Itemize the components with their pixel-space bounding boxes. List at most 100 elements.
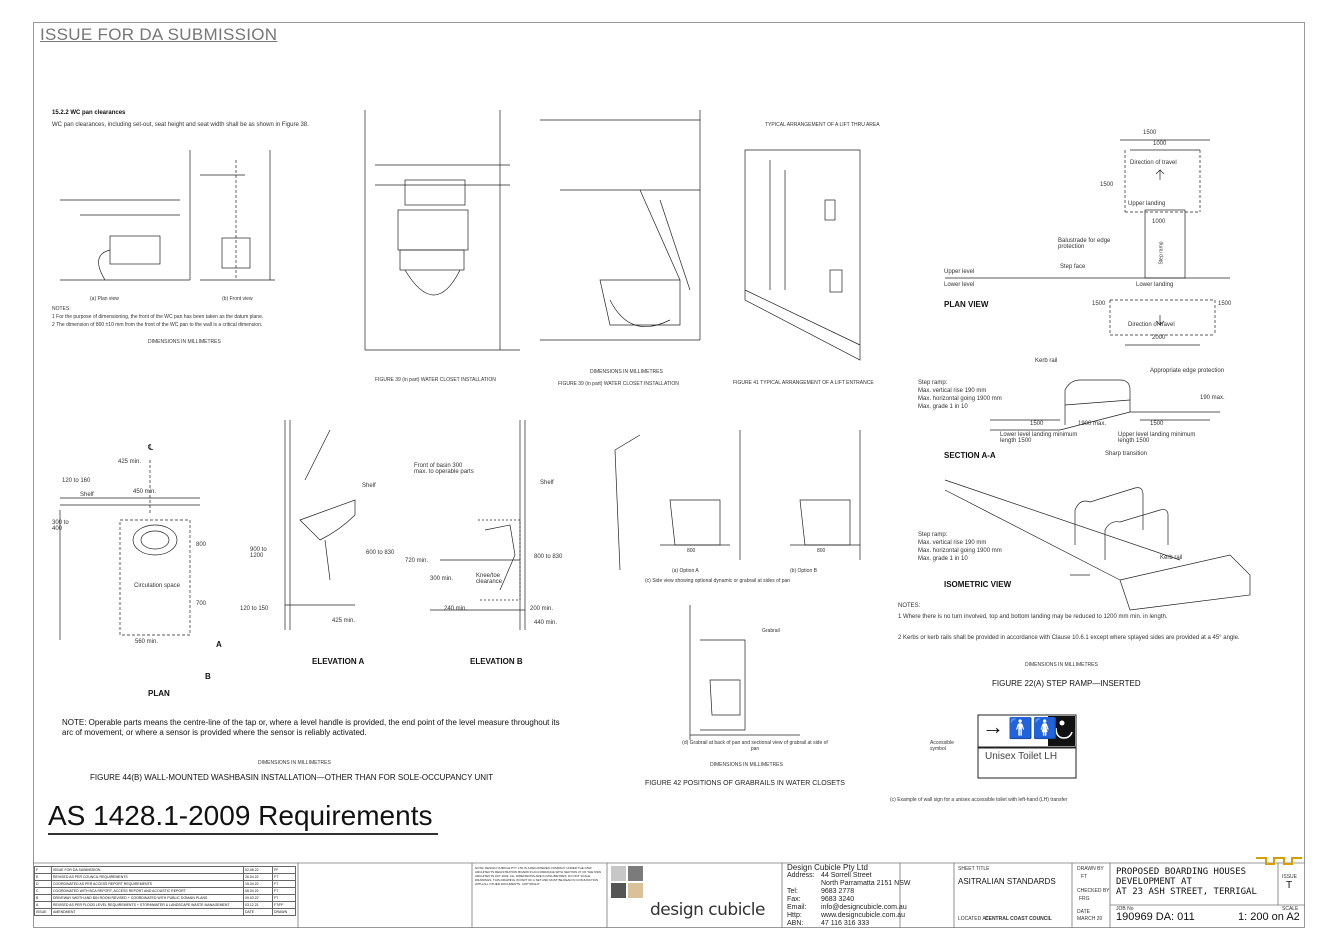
firm-detail-key: Address: (787, 872, 815, 879)
grab-caption: FIGURE 42 POSITIONS OF GRABRAILS IN WATE… (645, 780, 845, 787)
basin-cl: ℄ (148, 443, 154, 452)
title-block-notes: NOTE: DESIGN CUBICLE PTY LTD IS A REGIST… (475, 866, 602, 886)
drawn-value: FT (1081, 874, 1088, 880)
page-title-underline (48, 833, 438, 835)
revision-cell: ISSUE FOR DA SUBMISSION (51, 866, 244, 874)
firm-detail-value: www.designcubicle.com.au (821, 912, 906, 919)
basin-caption: FIGURE 44(B) WALL-MOUNTED WASHBASIN INST… (90, 773, 494, 782)
fig-41-caption: FIGURE 41 TYPICAL ARRANGEMENT OF A LIFT … (733, 380, 874, 386)
wc-pan-note-2: 2 The dimension of 800 ±10 mm from the f… (52, 322, 263, 328)
ramp-balustrade: Balustrade for edge protection (1058, 238, 1111, 250)
revision-header-cell: AMENDMENT (51, 908, 244, 916)
revision-header-cell: DATE (243, 908, 273, 916)
ramp-iso-kerb-rail: Kerb rail (1160, 555, 1183, 561)
basin-dim-300: 300 min. (430, 576, 454, 582)
ramp-dim-1500b: 1500 (1150, 421, 1164, 427)
revision-cell: 08.04.22 (243, 887, 273, 895)
issue-value: T (1286, 880, 1293, 891)
ramp-iso-spec-3: Max. horizontal going 1900 mm (918, 548, 1002, 554)
firm-detail-row: Email:info@designcubicle.com.au (787, 904, 910, 912)
firm-detail-value: 9683 3240 (821, 896, 855, 903)
firm-detail-row: Tel:9683 2778 (787, 888, 910, 896)
ramp-dim-1900: 1900 max. (1078, 421, 1107, 427)
revision-cell: COORDINATED AS PER ACCESS REPORT REQUIRE… (51, 880, 244, 888)
basin-dim-900-1200: 900 to 1200 (250, 547, 267, 559)
scale-value: 1: 200 on A2 (1238, 911, 1300, 923)
ramp-dim-1000-mid: 1000 (1152, 219, 1166, 225)
basin-b-marker: B (205, 672, 211, 681)
basin-a-marker: A (216, 640, 222, 649)
revision-cell: B (34, 894, 52, 902)
project-line-3: AT 23 ASH STREET, TERRIGAL (1116, 887, 1257, 897)
basin-shelf: Shelf (80, 492, 94, 498)
firm-detail-key: Tel: (787, 888, 798, 895)
basin-shelf-a: Shelf (362, 483, 376, 489)
revision-cell: FT/FF (272, 901, 296, 909)
wc-pan-dims: DIMENSIONS IN MILLIMETRES (148, 339, 221, 345)
ramp-lower-level: Lower level (944, 282, 975, 288)
wc-pan-view-b: (b) Front view (222, 296, 253, 302)
basin-dim-800-830: 800 to 830 (534, 554, 563, 560)
basin-dim-720: 720 min. (405, 558, 429, 564)
ramp-dim-1500-l: 1500 (1092, 301, 1106, 307)
revision-cell: 26.04.22 (243, 873, 273, 881)
council: CENTRAL COAST COUNCIL (985, 916, 1052, 922)
revision-cell: F (34, 866, 52, 874)
sign-braille-label: Accessible symbol (930, 740, 954, 752)
firm-detail-row: Http: www.designcubicle.com.au (787, 912, 910, 920)
ramp-kerb-rail: Kerb rail (1035, 358, 1058, 364)
basin-shelf-b: Shelf (540, 480, 554, 486)
ramp-plan-view-label: PLAN VIEW (944, 300, 989, 309)
ramp-dim-190: 190 max. (1200, 395, 1225, 401)
grab-dim-800-a: 800 (687, 548, 696, 554)
ramp-iso-notes-label: NOTES: (898, 603, 921, 609)
grab-view-d: (d) Grabrail at back of pan and sectiona… (682, 740, 828, 752)
ramp-direction-top: Direction of travel (1130, 160, 1177, 166)
firm-detail-row: Fax:9683 3240 (787, 896, 910, 904)
basin-plan-label: PLAN (148, 689, 170, 698)
wc-pan-heading: 15.2.2 WC pan clearances (52, 110, 126, 116)
revision-cell: REVISED AS PER FLOOD LEVEL REQUIREMENTS … (51, 901, 244, 909)
basin-note: NOTE: Operable parts means the centre-li… (62, 718, 560, 737)
revision-cell: FT (272, 894, 296, 902)
firm-detail-key: Http: (787, 912, 802, 919)
ramp-label: Step ramp (1158, 241, 1165, 265)
date-value: MARCH 20 (1077, 916, 1103, 922)
firm-detail-row: North Parramatta 2151 NSW (787, 880, 910, 888)
ramp-upper-landing-min: Upper level landing minimum length 1500 (1118, 432, 1196, 444)
sign-text: Unisex Toilet LH (985, 751, 1058, 762)
revision-cell: C (34, 887, 52, 895)
firm-detail-value: info@designcubicle.com.au (821, 904, 907, 911)
issue-stamp: ISSUE FOR DA SUBMISSION (40, 25, 278, 44)
ramp-iso-caption: FIGURE 22(A) STEP RAMP—INSERTED (992, 679, 1141, 688)
revision-cell: FT (272, 880, 296, 888)
ramp-dim-1500a: 1500 (1030, 421, 1044, 427)
firm-detail-key: ABN: (787, 920, 804, 927)
checked-value: FRG (1079, 896, 1090, 902)
ramp-sharp: Sharp transition (1105, 451, 1148, 457)
basin-dim-120-160: 120 to 160 (62, 478, 91, 484)
ramp-edge-protection: Appropriate edge protection (1150, 368, 1225, 374)
ramp-iso-spec-4: Max. grade 1 in 10 (918, 556, 968, 562)
ramp-iso-spec-2: Max. vertical rise 190 mm (918, 540, 987, 546)
grab-dims: DIMENSIONS IN MILLIMETRES (710, 762, 783, 768)
council-label: LOCATED AT (958, 916, 989, 922)
basin-dim-560: 560 min. (135, 639, 159, 645)
ramp-upper-landing: Upper landing (1128, 201, 1166, 207)
checked-label: CHECKED BY (1077, 888, 1110, 894)
ramp-step-face: Step face (1060, 264, 1086, 270)
ramp-section-spec-3: Max. horizontal going 1900 mm (918, 396, 1002, 402)
ramp-section-aa-label: SECTION A-A (944, 451, 996, 460)
firm-detail-key (787, 880, 821, 888)
revision-header-cell: DRAWN (272, 908, 296, 916)
ramp-iso-note-1: 1 Where there is no turn involved, top a… (898, 614, 1168, 620)
ramp-iso-note-2: 2 Kerbs or kerb rails shall be provided … (898, 635, 1240, 641)
revision-cell: FT (272, 873, 296, 881)
basin-dim-450: 450 min. (133, 489, 157, 495)
